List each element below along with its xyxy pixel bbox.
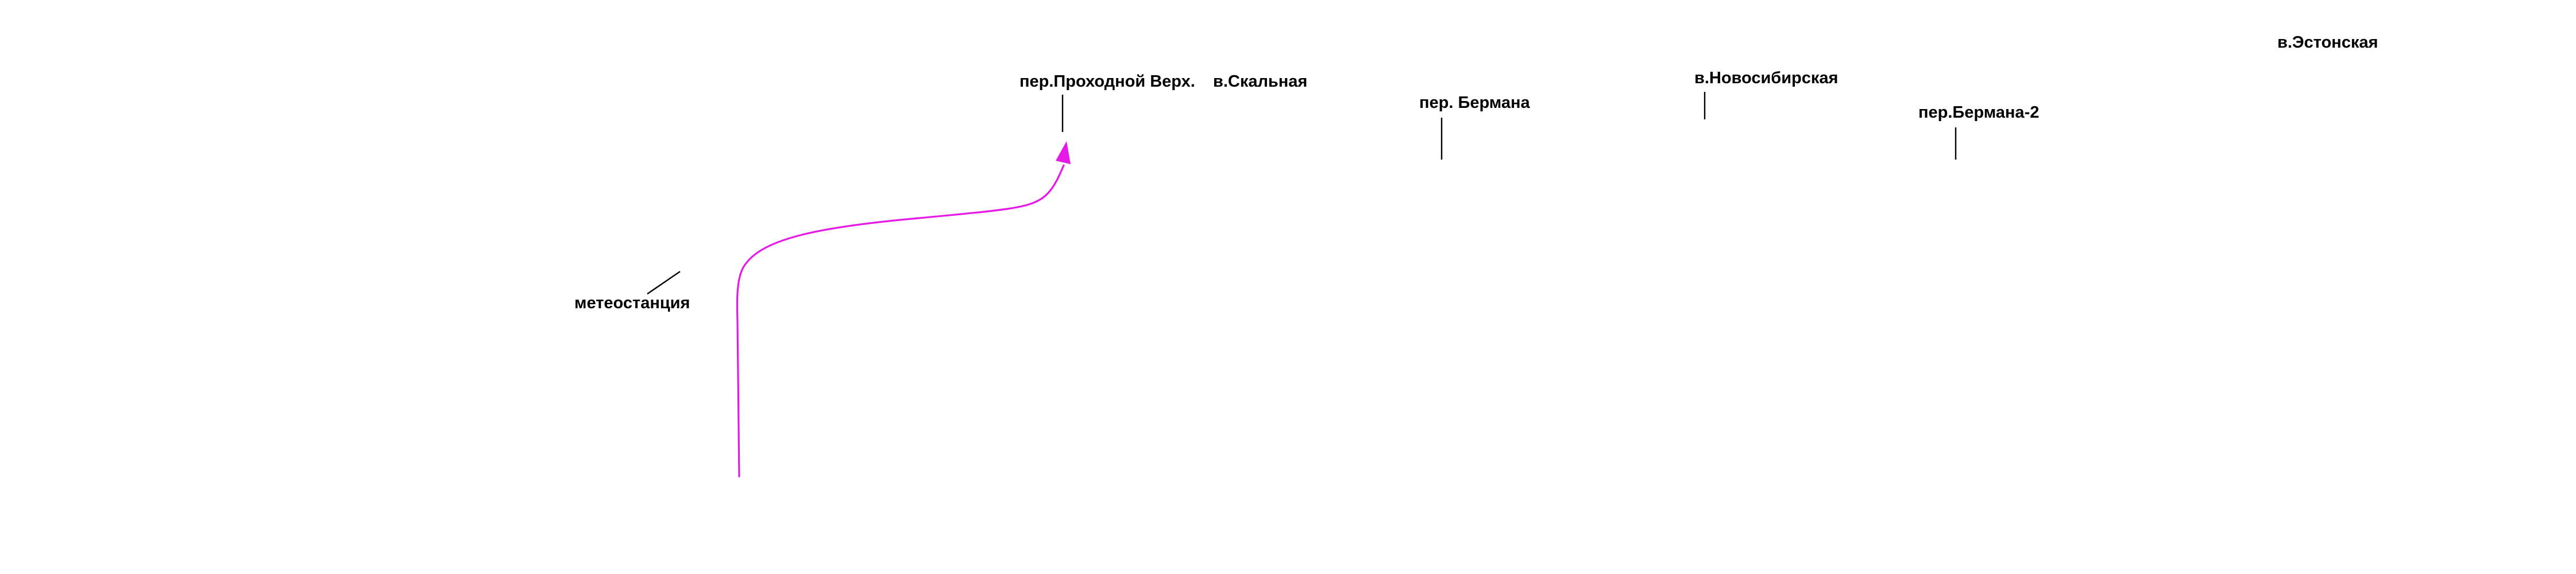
route-track: [736, 164, 1065, 478]
label-bermana-2: пер.Бермана-2: [1918, 103, 2040, 122]
label-proxodnoy-verkh: пер.Проходной Верх.: [1019, 72, 1195, 91]
label-meteostation: метеостанция: [574, 294, 690, 312]
leader-line-meteostation: [647, 271, 681, 294]
label-skalnaya: в.Скальная: [1213, 72, 1308, 91]
label-estonskaya: в.Эстонская: [2277, 33, 2378, 52]
arrow-head-icon: [1056, 141, 1071, 164]
label-bermana: пер. Бермана: [1419, 94, 1530, 112]
label-novosibirskaya: в.Новосибирская: [1694, 69, 1839, 87]
